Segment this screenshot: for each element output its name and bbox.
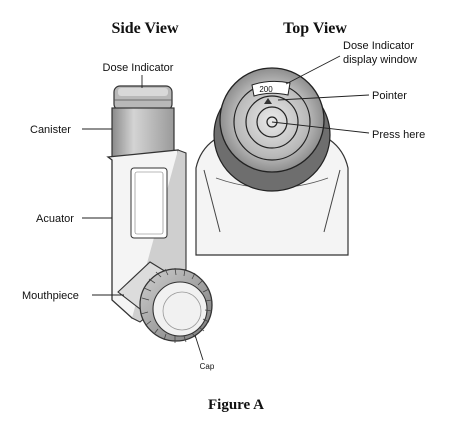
cap-leader (194, 334, 204, 361)
dose-counter-value: 200 (259, 85, 273, 94)
press-here-leader (271, 121, 370, 134)
dose-indicator-part (113, 85, 173, 111)
mouthpiece-label: Mouthpiece (22, 290, 79, 302)
side-view-inhaler (106, 85, 213, 343)
top-view-inhaler: 200 (195, 67, 349, 256)
cap-part (139, 267, 213, 343)
top-view-title: Top View (283, 20, 347, 37)
press-here-label: Press here (372, 129, 425, 141)
dose-display-window: 200 (251, 80, 291, 104)
side-view-title: Side View (111, 20, 179, 37)
pointer-leader (277, 94, 370, 101)
pointer-mark (264, 98, 272, 104)
actuator-label: Acuator (36, 213, 74, 225)
canister-label: Canister (30, 124, 71, 136)
dose-window-leader (285, 55, 341, 85)
cap-label: Cap (200, 362, 215, 371)
dose-window-label-line2: display window (343, 54, 417, 66)
canister-part (111, 107, 175, 159)
pointer-label: Pointer (372, 90, 407, 102)
dose-window-label-line1: Dose Indicator (343, 40, 414, 52)
figure-caption: Figure A (208, 397, 264, 413)
dose-indicator-label: Dose Indicator (103, 62, 174, 74)
